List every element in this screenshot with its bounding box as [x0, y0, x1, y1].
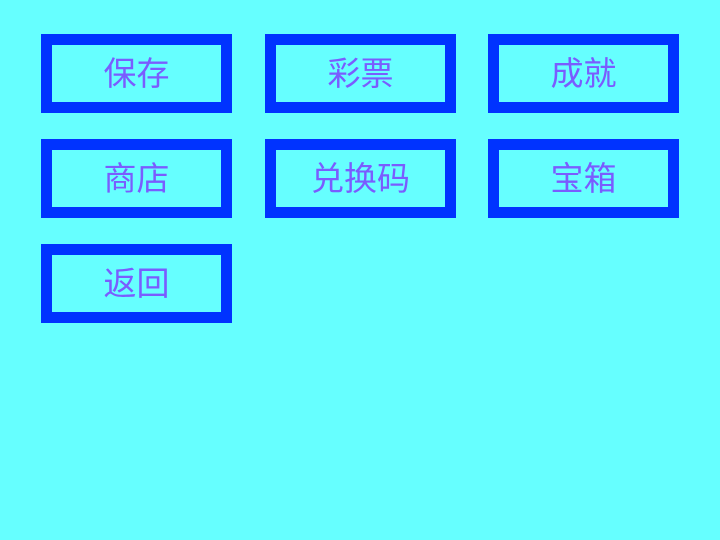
- achievements-button[interactable]: 成就: [488, 34, 679, 113]
- save-label: 保存: [103, 54, 170, 93]
- back-button[interactable]: 返回: [41, 244, 232, 323]
- lottery-label: 彩票: [327, 54, 394, 93]
- back-label: 返回: [103, 264, 170, 303]
- shop-button[interactable]: 商店: [41, 139, 232, 218]
- treasure-chest-label: 宝箱: [550, 159, 617, 198]
- shop-label: 商店: [103, 159, 170, 198]
- redeem-code-button[interactable]: 兑换码: [265, 139, 456, 218]
- achievements-label: 成就: [550, 54, 617, 93]
- treasure-chest-button[interactable]: 宝箱: [488, 139, 679, 218]
- redeem-code-label: 兑换码: [311, 159, 410, 198]
- lottery-button[interactable]: 彩票: [265, 34, 456, 113]
- save-button[interactable]: 保存: [41, 34, 232, 113]
